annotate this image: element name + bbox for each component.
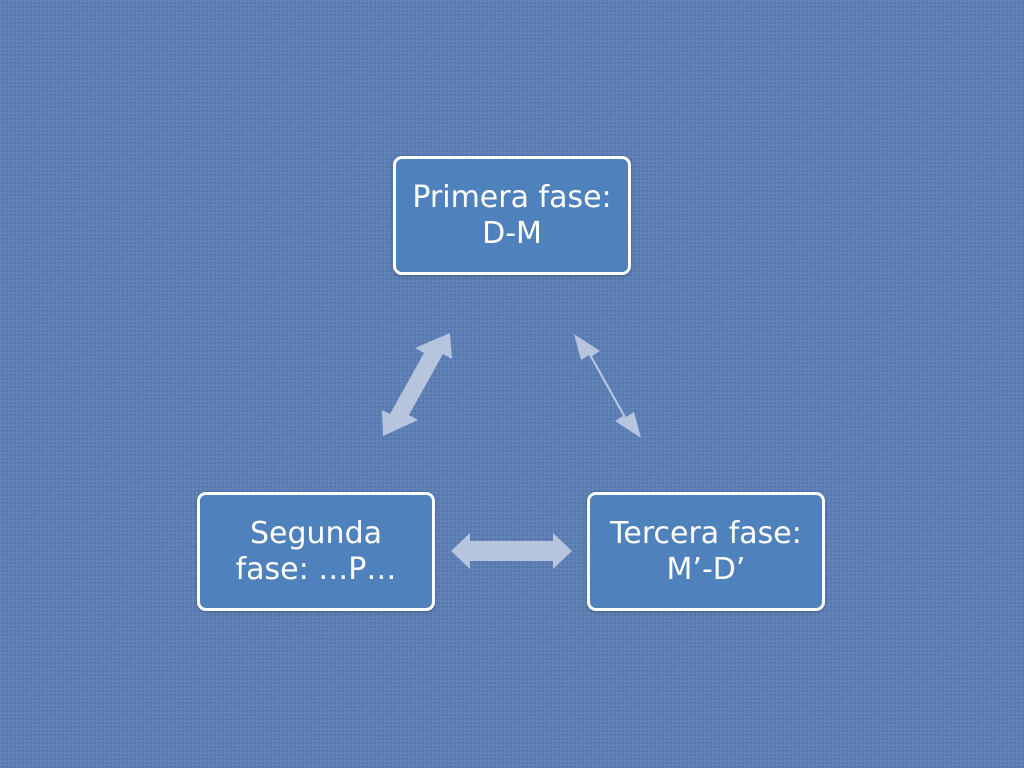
- node-tercera-fase: Tercera fase: M’-D’: [587, 492, 825, 611]
- node-segunda-fase: Segunda fase: …P…: [197, 492, 435, 611]
- node-tercera-fase-label: Tercera fase: M’-D’: [610, 515, 802, 587]
- node-segunda-fase-label: Segunda fase: …P…: [235, 515, 397, 587]
- node-primera-fase-label: Primera fase: D-M: [412, 179, 612, 251]
- node-primera-fase: Primera fase: D-M: [393, 156, 631, 275]
